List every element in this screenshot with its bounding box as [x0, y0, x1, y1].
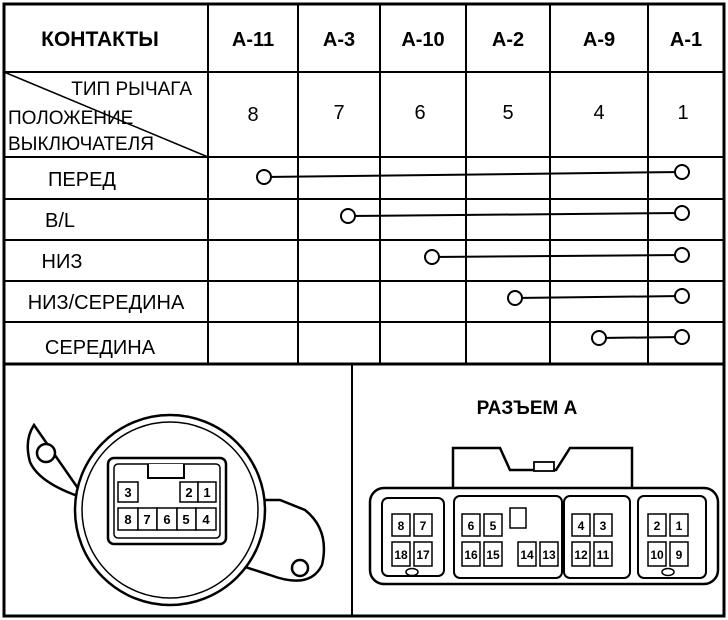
pin-label: 2 — [654, 519, 661, 533]
pin-label: 6 — [163, 512, 170, 527]
connector-a-latch — [533, 461, 555, 472]
row-label: СЕРЕДИНА — [45, 337, 156, 359]
pin-label: 5 — [182, 512, 189, 527]
contact-labels: А-11 А-3 А-10 А-2 А-9 А-1 — [232, 29, 702, 51]
pin-label: 17 — [416, 548, 430, 562]
pin-label: 3 — [600, 519, 607, 533]
pin-label: 3 — [124, 485, 131, 500]
terminal-circle — [674, 205, 690, 221]
switch-position-label: ВЫКЛЮЧАТЕЛЯ — [8, 134, 154, 155]
pin-label: 7 — [143, 512, 150, 527]
pin-label: 4 — [578, 519, 585, 533]
connector-a-top-hood — [451, 446, 634, 488]
lever-number: 8 — [247, 104, 258, 126]
pin-label: 1 — [676, 519, 683, 533]
pin-label: 18 — [394, 548, 408, 562]
lever-number: 5 — [502, 102, 513, 124]
key-oval — [405, 567, 419, 577]
contact-label: А-9 — [583, 29, 615, 51]
pin-label: 14 — [520, 548, 534, 562]
pin-label: 4 — [202, 512, 210, 527]
pin-label: 9 — [676, 548, 683, 562]
contact-label: А-11 — [232, 29, 274, 51]
pin-label: 6 — [468, 519, 475, 533]
pin-label: 15 — [486, 548, 500, 562]
continuity-line-bl — [340, 205, 690, 224]
continuity-line-low-mid — [507, 288, 690, 306]
bottom-panels — [2, 362, 726, 618]
pin-label: 5 — [490, 519, 497, 533]
terminal-circle — [674, 247, 690, 263]
mounting-hole-right — [290, 558, 310, 578]
lever-numbers: 8 7 6 5 4 1 — [247, 102, 688, 126]
lever-number: 4 — [593, 102, 604, 124]
pin-label: 1 — [203, 485, 210, 500]
continuity-line-low — [424, 247, 690, 265]
pin-label: 16 — [464, 548, 478, 562]
connector-a-pin-labels: 8 7 18 17 6 5 16 15 14 13 4 3 12 11 2 1 … — [394, 519, 682, 562]
contact-label: А-3 — [323, 29, 355, 51]
row-label: НИЗ/СЕРЕДИНА — [28, 292, 185, 314]
contacts-header: КОНТАКТЫ — [41, 28, 159, 51]
connector-a-pins — [391, 513, 689, 577]
row-label: B/L — [45, 210, 75, 232]
continuity-line-front — [256, 164, 690, 185]
lever-number: 1 — [677, 102, 688, 124]
terminal-circle — [424, 249, 440, 265]
switch-latch — [147, 464, 185, 479]
switch-pin-labels: 3 2 1 8 7 6 5 4 — [124, 485, 210, 527]
pin-label: 12 — [574, 548, 588, 562]
terminal-circle — [674, 164, 690, 180]
pin-label: 10 — [650, 548, 664, 562]
pin-label: 11 — [597, 548, 610, 562]
terminal-circle — [340, 208, 356, 224]
terminal-circle — [507, 290, 523, 306]
contact-label: А-1 — [670, 29, 702, 51]
pin-label: 8 — [124, 512, 131, 527]
row-label: НИЗ — [42, 251, 83, 273]
terminal-circle — [674, 288, 690, 304]
lever-number: 6 — [414, 102, 425, 124]
pin-label: 13 — [542, 548, 556, 562]
row-labels: ПЕРЕД B/L НИЗ НИЗ/СЕРЕДИНА СЕРЕДИНА — [28, 169, 185, 359]
lever-type-label: ТИП РЫЧАГА — [71, 79, 192, 100]
pin-label: 2 — [185, 485, 192, 500]
connector-a-cavity — [509, 507, 527, 529]
contact-label: А-2 — [492, 29, 524, 51]
terminal-circle — [591, 330, 607, 346]
lever-number: 7 — [333, 102, 344, 124]
contact-label: А-10 — [401, 29, 444, 51]
connector-a-title: РАЗЪЕМ А — [477, 398, 578, 419]
continuity-lines — [256, 164, 690, 346]
mounting-hole-left — [35, 442, 57, 464]
continuity-line-mid — [591, 329, 690, 346]
pin-label: 7 — [420, 519, 427, 533]
key-oval — [661, 567, 675, 577]
switch-position-label: ПОЛОЖЕНИЕ — [8, 108, 133, 129]
pin-label: 8 — [398, 519, 405, 533]
switch-pins — [117, 481, 217, 531]
terminal-circle — [674, 329, 690, 345]
terminal-circle — [256, 169, 272, 185]
row-label: ПЕРЕД — [48, 169, 116, 191]
